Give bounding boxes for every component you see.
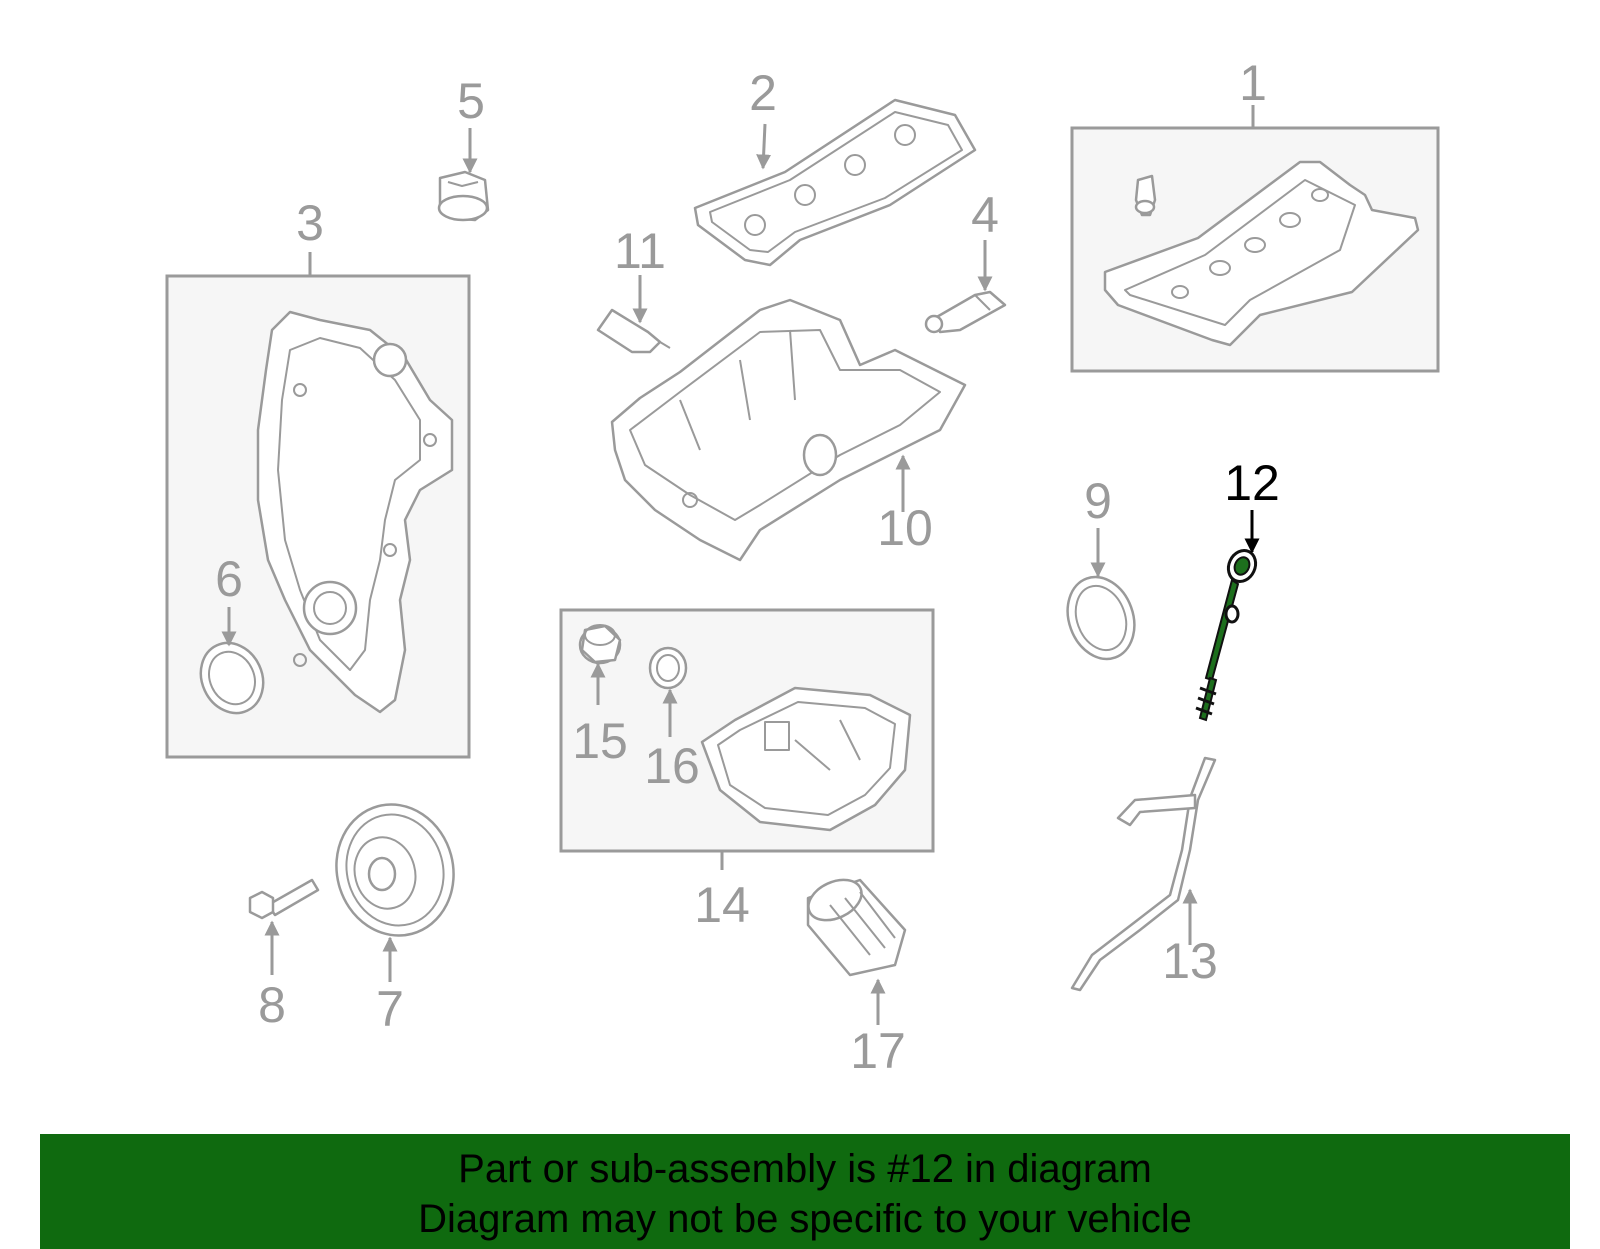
part-15-drain-plug[interactable]	[578, 624, 622, 665]
callout-14[interactable]: 14	[694, 877, 750, 933]
callout-17[interactable]: 17	[850, 1023, 906, 1079]
callout-2[interactable]: 2	[749, 65, 777, 121]
callout-12[interactable]: 12	[1224, 455, 1280, 511]
callout-9[interactable]: 9	[1084, 473, 1112, 529]
callout-5[interactable]: 5	[457, 73, 485, 129]
callout-13[interactable]: 13	[1162, 933, 1218, 989]
part-6-seal[interactable]	[190, 633, 275, 724]
part-17-oil-filter[interactable]	[802, 872, 907, 977]
part-11-sealant-tube[interactable]	[596, 308, 671, 354]
part-16-gasket[interactable]	[648, 646, 688, 690]
part-3-timing-cover[interactable]	[256, 310, 454, 714]
callout-4[interactable]: 4	[971, 187, 999, 243]
callout-15[interactable]: 15	[572, 713, 628, 769]
part-12-dipstick[interactable]	[1195, 546, 1261, 722]
part-2-gasket[interactable]	[693, 98, 977, 267]
callout-11[interactable]: 11	[614, 223, 666, 279]
banner-line-1: Part or sub-assembly is #12 in diagram	[458, 1147, 1152, 1191]
callout-7[interactable]: 7	[376, 981, 404, 1037]
callout-1[interactable]: 1	[1239, 55, 1267, 111]
callout-6[interactable]: 6	[215, 551, 243, 607]
part-5-oil-cap[interactable]	[437, 170, 490, 222]
callout-labels: 1 2 3 4 5 6 7 8 9 10 11 12 13 14 15 16 1…	[215, 55, 1280, 1079]
info-banner: Part or sub-assembly is #12 in diagram D…	[40, 1134, 1570, 1249]
callout-16[interactable]: 16	[644, 738, 700, 794]
parts-diagram: 1 2 3 4 5 6 7 8 9 10 11 12 13 14 15 16 1…	[165, 55, 1440, 1079]
callout-3[interactable]: 3	[296, 195, 324, 251]
banner-line-2: Diagram may not be specific to your vehi…	[418, 1197, 1192, 1241]
part-10-upper-oil-pan[interactable]	[610, 298, 967, 562]
callout-8[interactable]: 8	[258, 977, 286, 1033]
leader-lines	[221, 105, 1260, 1025]
part-4-sealant-tube[interactable]	[924, 290, 1007, 334]
part-8-bolt[interactable]	[248, 878, 320, 920]
part-9-seal[interactable]	[1057, 568, 1146, 669]
part-13-dipstick-tube[interactable]	[1070, 756, 1217, 992]
part-1-valve-cover[interactable]	[1103, 160, 1420, 347]
part-7-pulley[interactable]	[322, 791, 468, 949]
part-14-lower-oil-pan[interactable]	[700, 686, 912, 832]
callout-10[interactable]: 10	[877, 500, 933, 556]
